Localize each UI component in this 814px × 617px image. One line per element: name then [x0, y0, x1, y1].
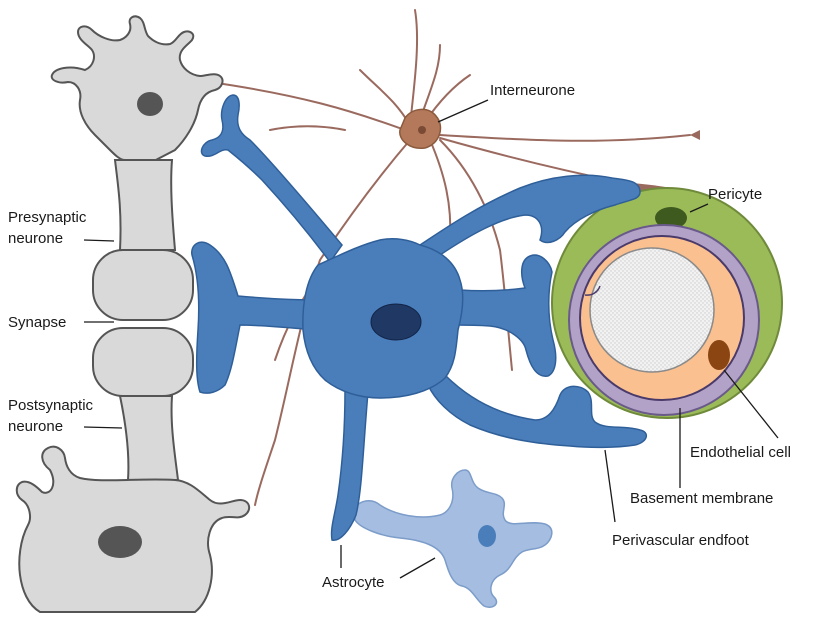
presynaptic-axon: [115, 160, 175, 250]
presynaptic-terminal: [93, 250, 193, 320]
label-perivascular-endfoot: Perivascular endfoot: [612, 532, 750, 549]
label-postsynaptic-line2: neurone: [8, 418, 63, 435]
interneurone-axon: [430, 140, 450, 240]
interneurone-axon: [270, 126, 345, 130]
interneurone-nucleus: [418, 126, 426, 134]
label-presynaptic-line1: Presynaptic: [8, 209, 87, 226]
endothelial-cell-nucleus: [708, 340, 730, 370]
vessel-lumen: [590, 248, 714, 372]
presynaptic-leader: [84, 240, 114, 241]
label-synapse: Synapse: [8, 314, 66, 331]
astrocyte-process: [455, 255, 556, 376]
postsynaptic-terminal: [93, 328, 193, 396]
perivascular-endfoot-leader: [605, 450, 615, 522]
label-presynaptic-line2: neurone: [8, 230, 63, 247]
postsynaptic-nucleus: [98, 526, 142, 558]
astrocyte-light-nucleus: [478, 525, 496, 547]
astrocyte-nucleus: [371, 304, 421, 340]
interneurone-leader: [438, 100, 488, 122]
label-pericyte: Pericyte: [708, 186, 762, 203]
label-astrocyte: Astrocyte: [322, 574, 385, 591]
blood-vessel: [552, 188, 782, 418]
presynaptic-soma: [52, 16, 223, 163]
label-endothelial-cell: Endothelial cell: [690, 444, 791, 461]
label-postsynaptic-line1: Postsynaptic: [8, 397, 94, 414]
interneurone-dendrite: [410, 10, 417, 125]
astrocyte-light-leader: [400, 558, 435, 578]
postsynaptic-leader: [84, 427, 122, 428]
postsynaptic-dendrite: [120, 396, 178, 480]
label-interneurone: Interneurone: [490, 82, 575, 99]
interneurone-terminal: [690, 130, 700, 140]
label-basement-membrane: Basement membrane: [630, 490, 773, 507]
presynaptic-nucleus: [137, 92, 163, 116]
astrocyte-process: [192, 242, 320, 393]
astrocyte-process: [201, 95, 342, 262]
interneurone-axon: [440, 135, 690, 141]
